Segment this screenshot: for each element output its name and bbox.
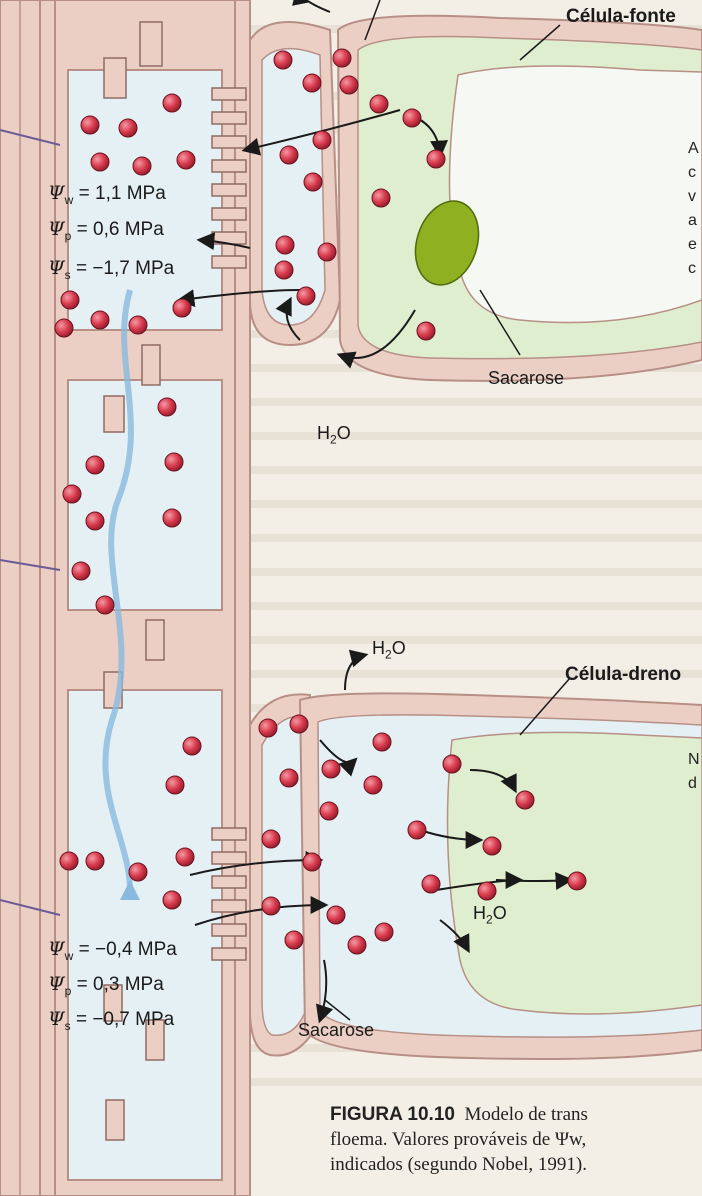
sucrose-molecule-icon <box>60 852 78 870</box>
sucrose-molecule-icon <box>516 791 534 809</box>
sucrose-molecule-icon <box>348 936 366 954</box>
source-cell <box>338 16 702 381</box>
sucrose-molecule-icon <box>304 173 322 191</box>
figure-caption: FIGURA 10.10 Modelo de trans floema. Val… <box>330 1102 702 1177</box>
caption-line-2: floema. Valores prováveis de Ψw, <box>330 1127 702 1152</box>
sucrose-molecule-icon <box>417 322 435 340</box>
sucrose-molecule-icon <box>372 189 390 207</box>
sucrose-molecule-icon <box>364 776 382 794</box>
sucrose-molecule-icon <box>313 131 331 149</box>
arrow-icon <box>298 0 330 12</box>
sucrose-molecule-icon <box>86 512 104 530</box>
sucrose-molecule-icon <box>478 882 496 900</box>
sink-psi-p: Ψp = 0,3 MPa <box>48 973 164 1002</box>
sucrose-molecule-icon <box>375 923 393 941</box>
sucrose-molecule-icon <box>173 299 191 317</box>
sucrose-molecule-icon <box>262 830 280 848</box>
source-psi-s: Ψs = −1,7 MPa <box>48 257 174 286</box>
sucrose-molecule-icon <box>158 398 176 416</box>
sucrose-molecule-icon <box>86 456 104 474</box>
sucrose-molecule-icon <box>129 863 147 881</box>
sink-cell-label: Célula-dreno <box>565 664 681 686</box>
sucrose-molecule-icon <box>81 116 99 134</box>
sink-psi-w: Ψw = −0,4 MPa <box>48 938 177 967</box>
source-psi-p-value: = 0,6 MPa <box>77 219 164 240</box>
sucrose-molecule-icon <box>408 821 426 839</box>
sucrose-molecule-icon <box>163 94 181 112</box>
sucrose-molecule-icon <box>320 802 338 820</box>
sucrose-molecule-icon <box>183 737 201 755</box>
source-water-label: H2O <box>317 423 351 447</box>
sieve-element-middle <box>68 380 222 610</box>
sucrose-molecule-icon <box>275 261 293 279</box>
source-vacuole <box>449 66 702 323</box>
sucrose-molecule-icon <box>443 755 461 773</box>
source-psi-w-value: = 1,1 MPa <box>79 183 166 204</box>
sucrose-molecule-icon <box>163 891 181 909</box>
sink-sacarose-label: Sacarose <box>298 1020 374 1041</box>
sink-psi-s: Ψs = −0,7 MPa <box>48 1008 174 1037</box>
sucrose-molecule-icon <box>63 485 81 503</box>
sieve-element-lower <box>68 690 222 1180</box>
sucrose-molecule-icon <box>163 509 181 527</box>
sink-psi-s-value: = −0,7 MPa <box>76 1009 174 1030</box>
sucrose-molecule-icon <box>427 150 445 168</box>
source-companion-cell <box>250 22 340 345</box>
sucrose-molecule-icon <box>276 236 294 254</box>
sink-water-mid-label: H2O <box>473 903 507 927</box>
sucrose-molecule-icon <box>280 769 298 787</box>
sucrose-molecule-icon <box>91 153 109 171</box>
source-psi-s-value: = −1,7 MPa <box>76 258 174 279</box>
sucrose-molecule-icon <box>280 146 298 164</box>
sucrose-molecule-icon <box>340 76 358 94</box>
caption-line-3: indicados (segundo Nobel, 1991). <box>330 1152 702 1177</box>
sucrose-molecule-icon <box>86 852 104 870</box>
sucrose-molecule-icon <box>303 853 321 871</box>
sucrose-molecule-icon <box>290 715 308 733</box>
arrow-icon <box>496 880 570 881</box>
sink-psi-w-value: = −0,4 MPa <box>79 939 177 960</box>
sucrose-molecule-icon <box>422 875 440 893</box>
sucrose-molecule-icon <box>274 51 292 69</box>
sucrose-molecule-icon <box>61 291 79 309</box>
sucrose-molecule-icon <box>262 897 280 915</box>
sucrose-molecule-icon <box>333 49 351 67</box>
sucrose-molecule-icon <box>133 157 151 175</box>
sucrose-molecule-icon <box>285 931 303 949</box>
sucrose-molecule-icon <box>55 319 73 337</box>
sink-cell <box>300 693 702 1059</box>
sucrose-molecule-icon <box>165 453 183 471</box>
sucrose-molecule-icon <box>318 243 336 261</box>
side-note-bottom: Nd <box>688 748 700 796</box>
sucrose-molecule-icon <box>259 719 277 737</box>
sucrose-molecule-icon <box>177 151 195 169</box>
sucrose-molecule-icon <box>403 109 421 127</box>
sucrose-molecule-icon <box>327 906 345 924</box>
sucrose-molecule-icon <box>129 316 147 334</box>
sucrose-molecule-icon <box>483 837 501 855</box>
sucrose-molecule-icon <box>72 562 90 580</box>
source-psi-p: Ψp = 0,6 MPa <box>48 218 164 247</box>
sucrose-molecule-icon <box>176 848 194 866</box>
sucrose-molecule-icon <box>370 95 388 113</box>
sucrose-molecule-icon <box>373 733 391 751</box>
sucrose-molecule-icon <box>91 311 109 329</box>
caption-line-1: Modelo de trans <box>464 1104 587 1125</box>
sink-water-top-label: H2O <box>372 638 406 662</box>
source-sacarose-label: Sacarose <box>488 368 564 389</box>
sucrose-molecule-icon <box>568 872 586 890</box>
source-cell-label: Célula-fonte <box>566 6 676 28</box>
sucrose-molecule-icon <box>119 119 137 137</box>
xylem-strip <box>0 0 40 1196</box>
figure-label: FIGURA 10.10 <box>330 1104 455 1125</box>
sink-psi-p-value: = 0,3 MPa <box>77 974 164 995</box>
arrow-icon <box>345 655 365 690</box>
sucrose-molecule-icon <box>322 760 340 778</box>
sucrose-molecule-icon <box>297 287 315 305</box>
sucrose-molecule-icon <box>303 74 321 92</box>
sucrose-molecule-icon <box>96 596 114 614</box>
source-psi-w: Ψw = 1,1 MPa <box>48 182 166 211</box>
sucrose-molecule-icon <box>166 776 184 794</box>
